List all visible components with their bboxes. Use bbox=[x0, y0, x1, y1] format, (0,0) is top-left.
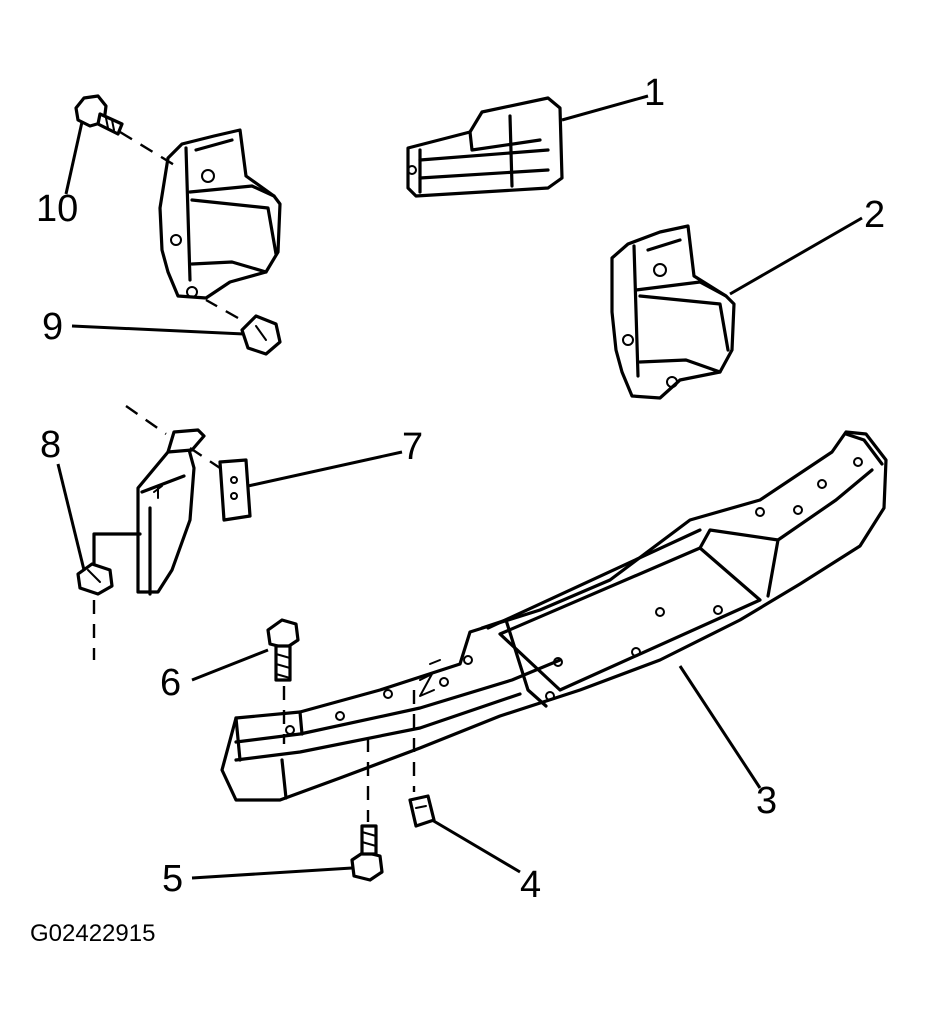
callout-8: 8 bbox=[40, 424, 62, 466]
part-5-bolt bbox=[350, 738, 384, 882]
callout-10: 10 bbox=[36, 188, 79, 230]
callout-4: 4 bbox=[520, 864, 542, 906]
part-10-bolt bbox=[74, 94, 177, 168]
callout-6: 6 bbox=[160, 662, 182, 704]
callout-2: 2 bbox=[864, 194, 886, 236]
part-7-clip bbox=[125, 405, 252, 522]
callout-3: 3 bbox=[756, 780, 778, 822]
part-10-bracket-assembly bbox=[158, 128, 282, 300]
part-8-nut bbox=[76, 532, 142, 660]
callout-9: 9 bbox=[42, 306, 64, 348]
callout-1: 1 bbox=[644, 72, 666, 114]
callout-7: 7 bbox=[402, 426, 424, 468]
part-2-bracket bbox=[610, 224, 736, 400]
leader-lines bbox=[56, 94, 863, 880]
callout-5: 5 bbox=[162, 858, 184, 900]
part-8-lower-bracket bbox=[136, 428, 206, 596]
part-9-nut bbox=[205, 298, 282, 356]
part-3-bumper bbox=[220, 430, 888, 802]
figure-id-label: G02422915 bbox=[30, 920, 156, 947]
part-6-bolt bbox=[266, 618, 300, 744]
part-1-bracket bbox=[406, 96, 564, 198]
